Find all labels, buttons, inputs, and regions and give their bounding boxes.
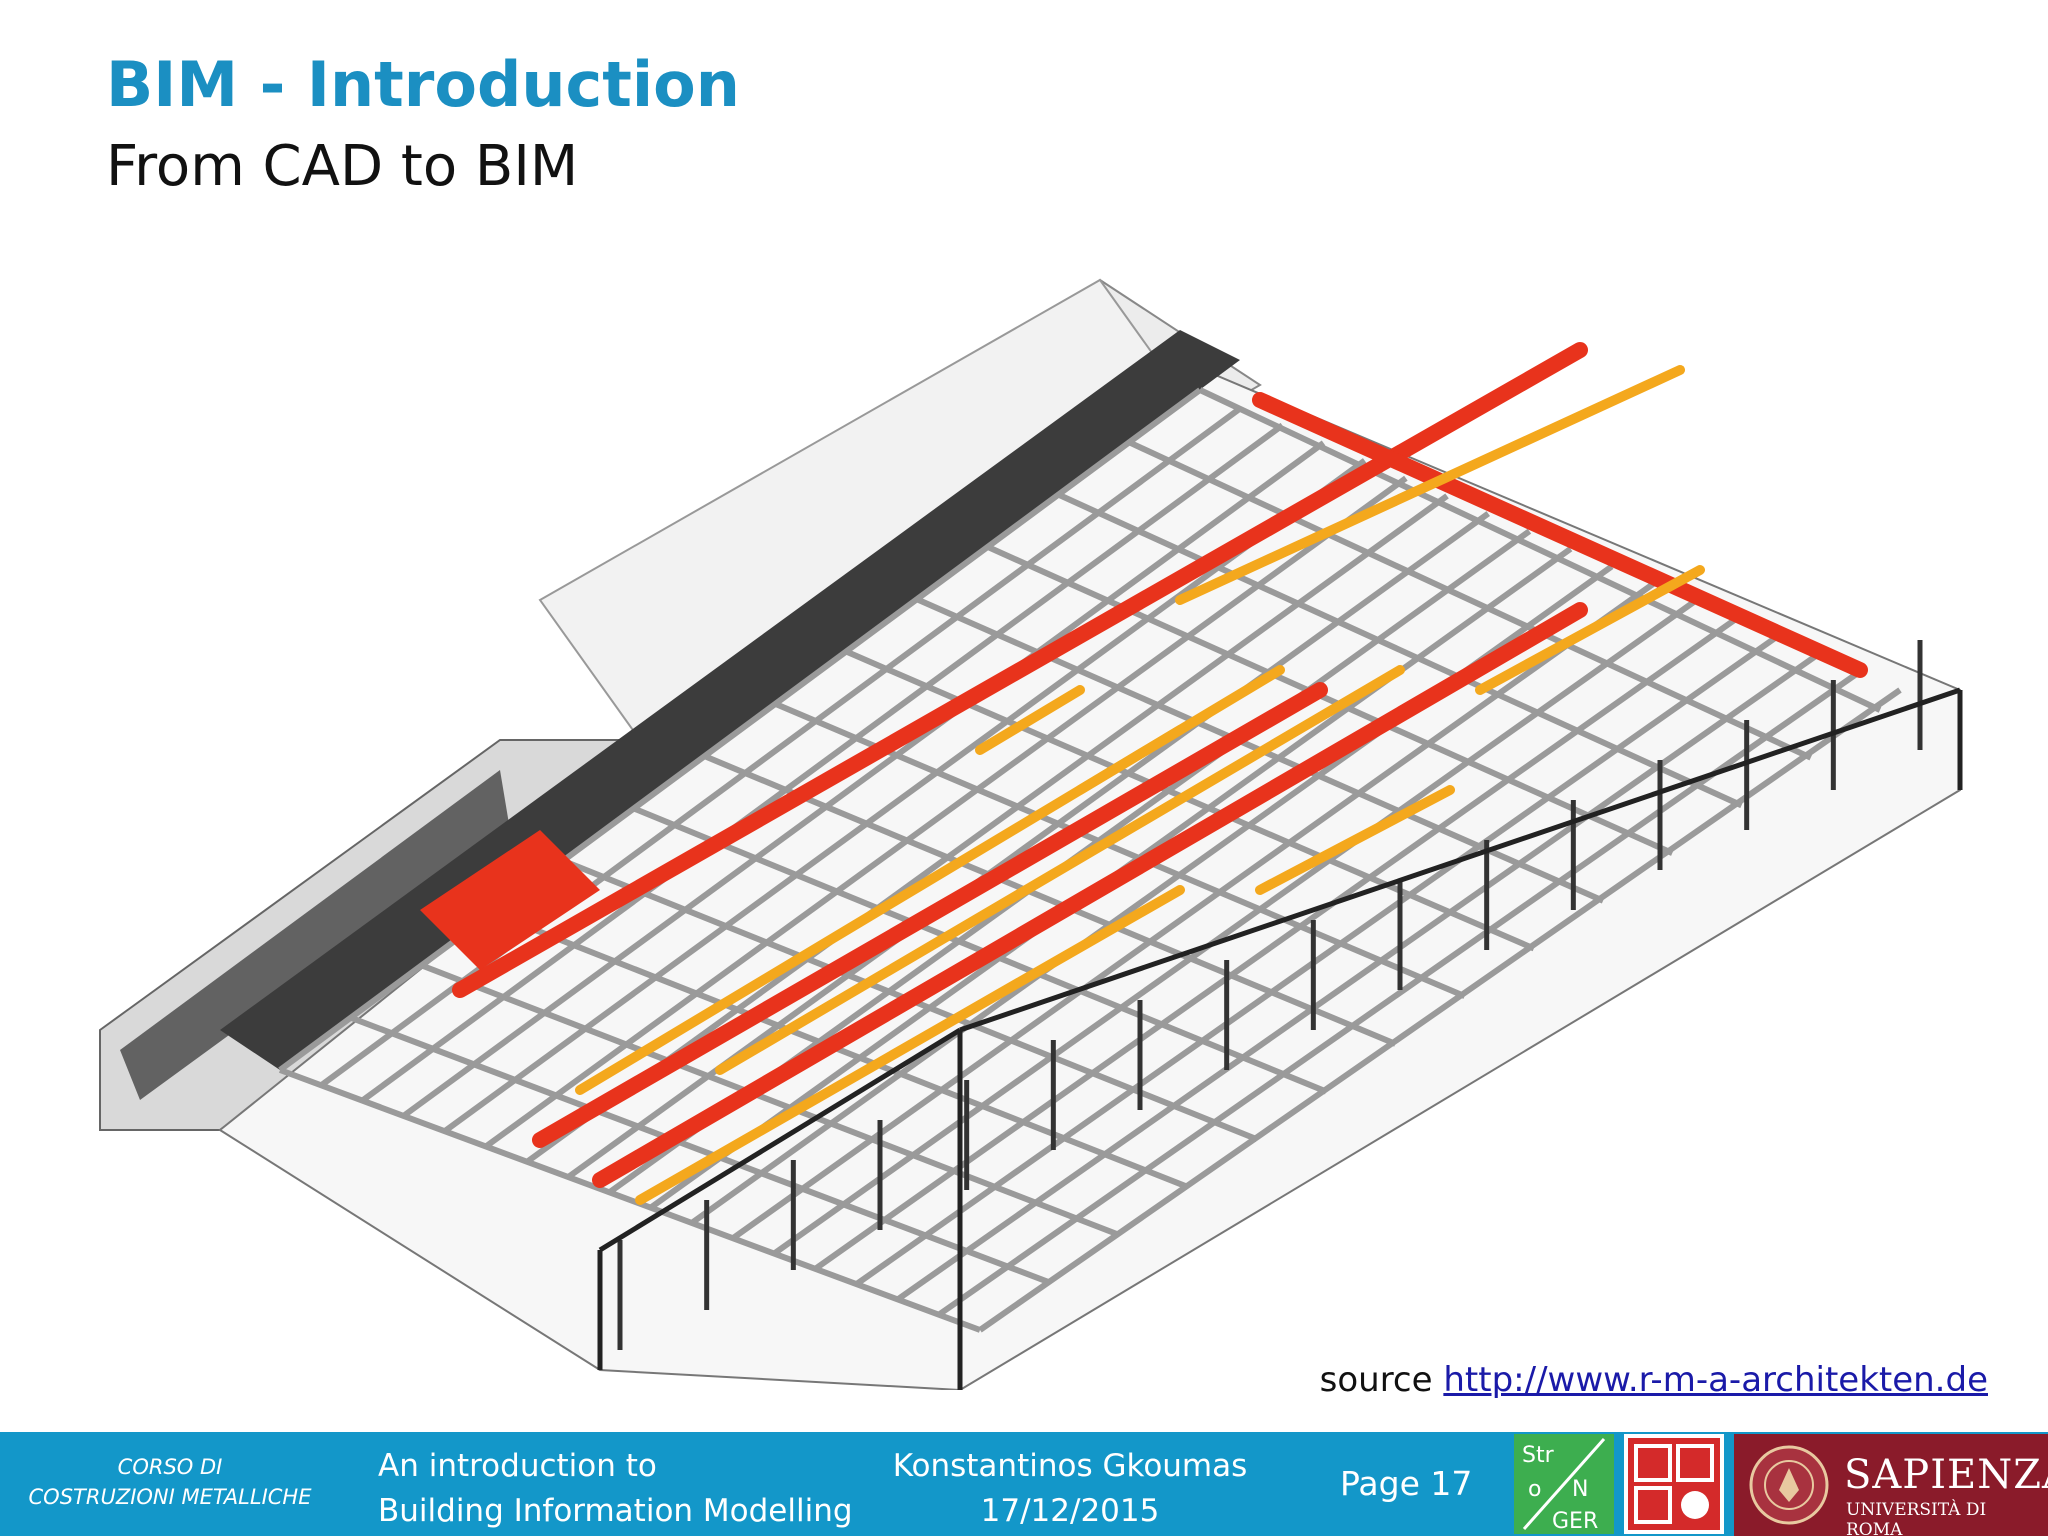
source-link[interactable]: http://www.r-m-a-architekten.de	[1443, 1360, 1988, 1400]
sapienza-university: UNIVERSITÀ DI ROMA	[1846, 1500, 1987, 1540]
presentation-title-line-2: Building Information Modelling	[378, 1493, 853, 1529]
sapienza-logo: SAPIENZA UNIVERSITÀ DI ROMA	[1734, 1434, 2048, 1540]
air-handler-unit	[420, 830, 600, 970]
red-ducts	[452, 342, 1868, 1188]
orange-ducts	[575, 365, 1705, 1205]
course-line-2: COSTRUZIONI METALLICHE	[28, 1485, 312, 1509]
page-number: Page 17	[1340, 1464, 1473, 1503]
columns	[617, 640, 1923, 1350]
image-source: source http://www.r-m-a-architekten.de	[1320, 1360, 1988, 1400]
svg-text:Str: Str	[1522, 1443, 1555, 1468]
sapienza-seal-icon	[1749, 1445, 1829, 1525]
author-name: Konstantinos Gkoumas	[892, 1448, 1248, 1484]
svg-text:N: N	[1572, 1477, 1588, 1502]
source-label: source	[1319, 1360, 1433, 1400]
presentation-title-line-1: An introduction to	[378, 1448, 657, 1484]
course-line-1: CORSO DI	[117, 1455, 223, 1479]
slide-subtitle: From CAD to BIM	[106, 134, 579, 199]
front-facade	[597, 687, 1963, 1390]
red-seal-logo	[1624, 1434, 1724, 1534]
svg-text:o: o	[1528, 1477, 1541, 1502]
author-block: Konstantinos Gkoumas 17/12/2015	[880, 1444, 1260, 1534]
slide-title: BIM - Introduction	[106, 48, 740, 121]
course-name: CORSO DI COSTRUZIONI METALLICHE	[0, 1452, 340, 1512]
svg-text:GER: GER	[1552, 1509, 1598, 1534]
presentation-date: 17/12/2015	[980, 1493, 1160, 1529]
presentation-title: An introduction to Building Information …	[378, 1444, 853, 1534]
stronger-logo: Str o N GER	[1514, 1434, 1614, 1534]
sapienza-name: SAPIENZA	[1844, 1452, 2048, 1498]
bim-isometric-model-image	[99, 278, 1963, 1390]
